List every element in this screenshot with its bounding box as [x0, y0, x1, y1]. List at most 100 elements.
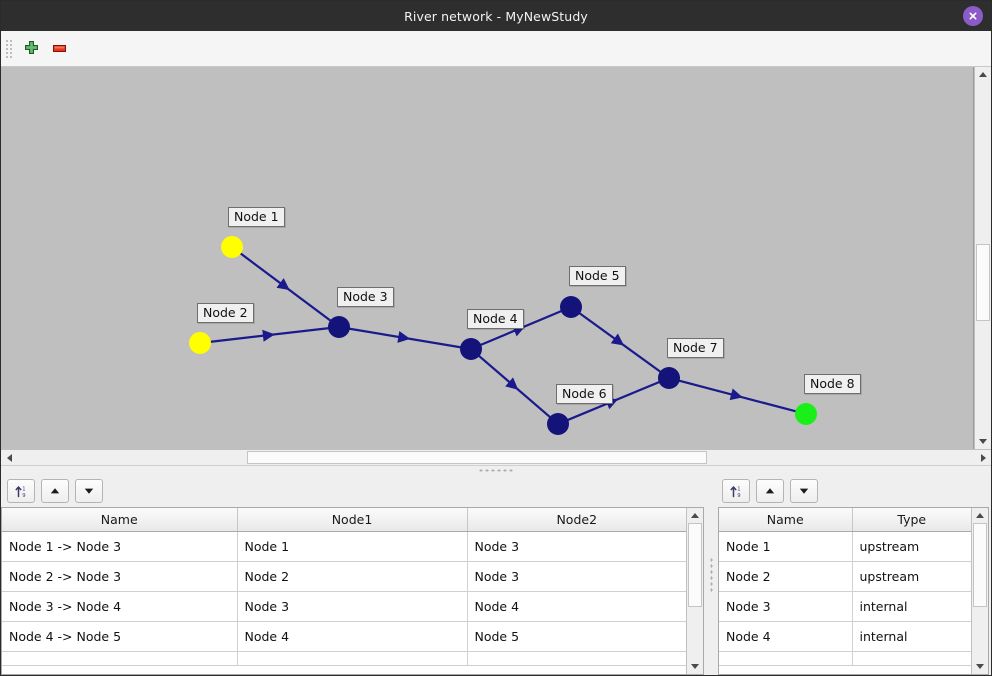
branches-vscroll-track[interactable]	[687, 523, 703, 659]
graph-vscroll-thumb[interactable]	[976, 243, 990, 322]
graph-node-label-node-2[interactable]: Node 2	[197, 303, 254, 324]
nodes-scroll-up-button[interactable]	[972, 508, 988, 523]
graph-node-node-3[interactable]	[328, 316, 350, 338]
branches-scroll-up-button[interactable]	[687, 508, 703, 523]
remove-node-button[interactable]	[45, 35, 73, 63]
table-cell[interactable]: Node 3	[467, 531, 686, 562]
table-cell[interactable]: Node 3	[719, 591, 853, 622]
graph-nodes	[189, 236, 817, 435]
table-cell[interactable]: internal	[852, 591, 971, 622]
graph-vscroll-track[interactable]	[975, 82, 991, 434]
splitter-grip-icon	[478, 469, 514, 472]
tables-splitter[interactable]	[706, 475, 716, 675]
column-header-name[interactable]: Name	[719, 508, 853, 532]
graph-node-node-2[interactable]	[189, 332, 211, 354]
column-header-node2[interactable]: Node2	[467, 508, 686, 532]
graph-node-label-node-8[interactable]: Node 8	[804, 374, 861, 395]
branches-vscroll-thumb[interactable]	[688, 523, 702, 608]
column-header-type[interactable]: Type	[852, 508, 971, 532]
table-cell[interactable]: Node 3 -> Node 4	[2, 591, 238, 622]
nodes-vscroll-track[interactable]	[972, 523, 988, 659]
graph-scroll-right-button[interactable]	[975, 450, 991, 465]
network-graph-canvas[interactable]: Node 1 Node 2 Node 3 Node 4 Node 5 Node 6 Node…	[1, 67, 974, 449]
graph-node-node-6[interactable]	[547, 413, 569, 435]
graph-node-label-node-4[interactable]: Node 4	[467, 309, 524, 330]
table-cell[interactable]: Node 5	[467, 621, 686, 652]
graph-hscroll-track[interactable]	[17, 450, 975, 465]
table-cell[interactable]: Node 3	[467, 561, 686, 592]
column-header-node1[interactable]: Node1	[237, 508, 468, 532]
table-cell[interactable]: Node 3	[237, 591, 468, 622]
nodes-scroll-down-button[interactable]	[972, 659, 988, 674]
graph-vertical-scrollbar[interactable]	[974, 67, 991, 449]
graph-node-node-4[interactable]	[460, 338, 482, 360]
graph-node-label-node-1[interactable]: Node 1	[228, 207, 285, 228]
branches-vertical-scrollbar[interactable]	[686, 508, 703, 674]
sort-nodes-button[interactable]: 1 9	[722, 479, 750, 503]
sort-branches-button[interactable]: 1 9	[7, 479, 35, 503]
sort-ascending-icon: 1 9	[14, 485, 25, 499]
table-cell[interactable]: upstream	[852, 561, 971, 592]
branches-scroll-down-button[interactable]	[687, 659, 703, 674]
table-cell[interactable]	[719, 651, 853, 666]
nodes-vertical-scrollbar[interactable]	[971, 508, 988, 674]
table-cell[interactable]: Node 2 -> Node 3	[2, 561, 238, 592]
graph-node-label-node-3[interactable]: Node 3	[337, 287, 394, 308]
graph-tables-splitter[interactable]	[1, 465, 991, 475]
toolbar-grip[interactable]	[5, 37, 13, 60]
table-cell[interactable]: Node 2	[237, 561, 468, 592]
graph-node-node-8[interactable]	[795, 403, 817, 425]
graph-hscroll-thumb[interactable]	[246, 451, 707, 464]
table-cell[interactable]	[467, 651, 686, 666]
graph-node-label-node-6[interactable]: Node 6	[556, 384, 613, 405]
red-minus-icon	[52, 45, 66, 52]
move-node-down-button[interactable]	[790, 479, 818, 503]
table-cell[interactable]	[237, 651, 468, 666]
close-window-button[interactable]	[963, 6, 983, 26]
graph-scroll-down-button[interactable]	[975, 434, 991, 449]
move-node-up-button[interactable]	[756, 479, 784, 503]
graph-scroll-up-button[interactable]	[975, 67, 991, 82]
table-cell[interactable]: Node 4	[719, 621, 853, 652]
table-cell[interactable]: Node 4	[467, 591, 686, 622]
table-cell[interactable]: internal	[852, 621, 971, 652]
add-node-button[interactable]	[17, 35, 45, 63]
graph-node-node-7[interactable]	[658, 367, 680, 389]
graph-horizontal-scrollbar[interactable]	[1, 449, 991, 465]
table-cell[interactable]: Node 4 -> Node 5	[2, 621, 238, 652]
network-graph-drawing	[189, 236, 817, 435]
table-cell[interactable]: Node 1	[719, 531, 853, 562]
branch-row[interactable]	[2, 651, 686, 666]
nodes-vscroll-thumb[interactable]	[973, 523, 987, 608]
graph-node-label-node-5[interactable]: Node 5	[569, 266, 626, 287]
table-cell[interactable]	[2, 651, 238, 666]
table-cell[interactable]	[852, 651, 971, 666]
table-cell[interactable]: Node 1	[237, 531, 468, 562]
move-branch-down-button[interactable]	[75, 479, 103, 503]
network-graph-panel: Node 1 Node 2 Node 3 Node 4 Node 5 Node 6 Node…	[1, 67, 991, 465]
move-branch-up-button[interactable]	[41, 479, 69, 503]
graph-node-node-5[interactable]	[560, 296, 582, 318]
node-row[interactable]	[719, 651, 971, 666]
graph-edge-arrowhead	[505, 377, 519, 390]
graph-scroll-left-button[interactable]	[1, 450, 17, 465]
table-cell[interactable]: Node 1 -> Node 3	[2, 531, 238, 562]
graph-node-label-node-7[interactable]: Node 7	[667, 338, 724, 359]
table-cell[interactable]: Node 4	[237, 621, 468, 652]
graph-node-node-1[interactable]	[221, 236, 243, 258]
table-cell[interactable]: upstream	[852, 531, 971, 562]
column-header-name[interactable]: Name	[2, 508, 238, 532]
table-cell[interactable]: Node 2	[719, 561, 853, 592]
